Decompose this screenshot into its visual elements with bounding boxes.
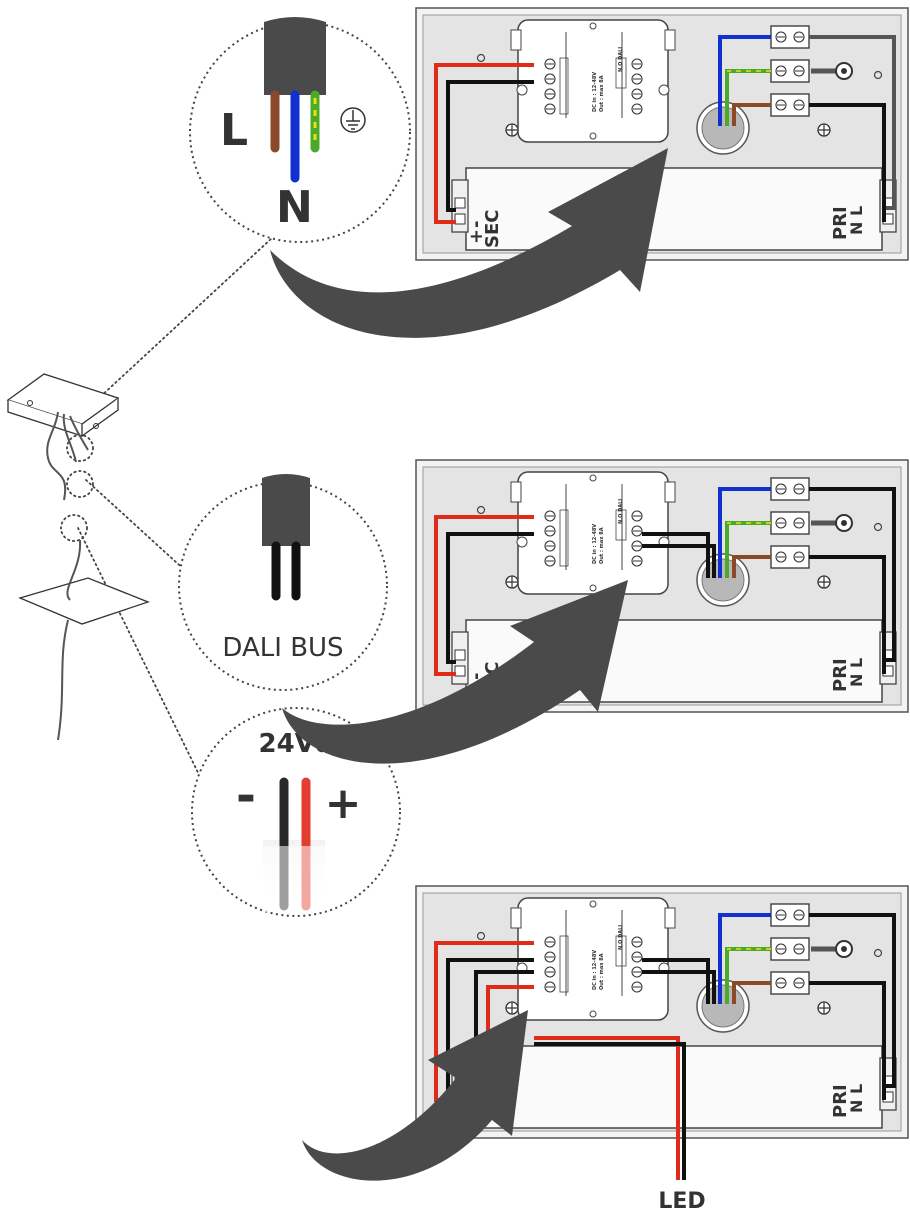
plus-label: +	[325, 778, 362, 829]
arrow-dc-to-driver	[302, 1010, 528, 1181]
housing-panel-mains: SEC + - PRI L N DC in : 12-48V Out : max…	[416, 8, 908, 260]
housing-panel-dali: SEC + - PRI L N DC in : 12-48V Out : max…	[416, 460, 908, 712]
earth-ground-icon	[340, 107, 366, 133]
arrow-dali-to-module	[282, 580, 628, 764]
driver-sec-plus: +	[466, 229, 487, 244]
module-spec-line3: N.O DALI	[618, 925, 624, 950]
junction-box-illustration	[6, 373, 150, 741]
module-spec-line1: DC in : 12-48V	[592, 950, 598, 990]
arrow-mains-to-gland	[270, 148, 668, 338]
dali-bus-label: DALI BUS	[222, 633, 343, 663]
minus-label: -	[236, 768, 256, 824]
driver-pri-l: L	[847, 206, 866, 216]
driver-sec-label: SEC	[482, 210, 503, 248]
module-spec-line2: Out : max 8A	[599, 75, 605, 112]
driver-pri-n: N	[847, 674, 866, 687]
callout-mains-cable: L N	[189, 17, 411, 243]
driver-pri-label: PRI	[830, 658, 851, 692]
module-spec-line3: N.O DALI	[618, 47, 624, 72]
driver-pri-label: PRI	[830, 206, 851, 240]
driver-pri-l: L	[847, 658, 866, 668]
module-spec-line1: DC in : 12-48V	[592, 524, 598, 564]
driver-sec-minus: -	[466, 673, 487, 680]
live-label: L	[220, 105, 248, 156]
driver-pri-label: PRI	[830, 1084, 851, 1118]
driver-pri-n: N	[847, 1100, 866, 1113]
neutral-label: N	[276, 182, 313, 233]
callout-dali-bus: DALI BUS	[178, 474, 388, 691]
module-spec-line2: Out : max 8A	[599, 527, 605, 564]
driver-pri-n: N	[847, 222, 866, 235]
driver-sec-minus: -	[466, 221, 487, 228]
module-spec-line2: Out : max 8A	[599, 953, 605, 990]
module-spec-line1: DC in : 12-48V	[592, 72, 598, 112]
module-spec-line3: N.O DALI	[618, 499, 624, 524]
led-output-label: LED	[658, 1189, 705, 1214]
driver-pri-l: L	[847, 1084, 866, 1094]
